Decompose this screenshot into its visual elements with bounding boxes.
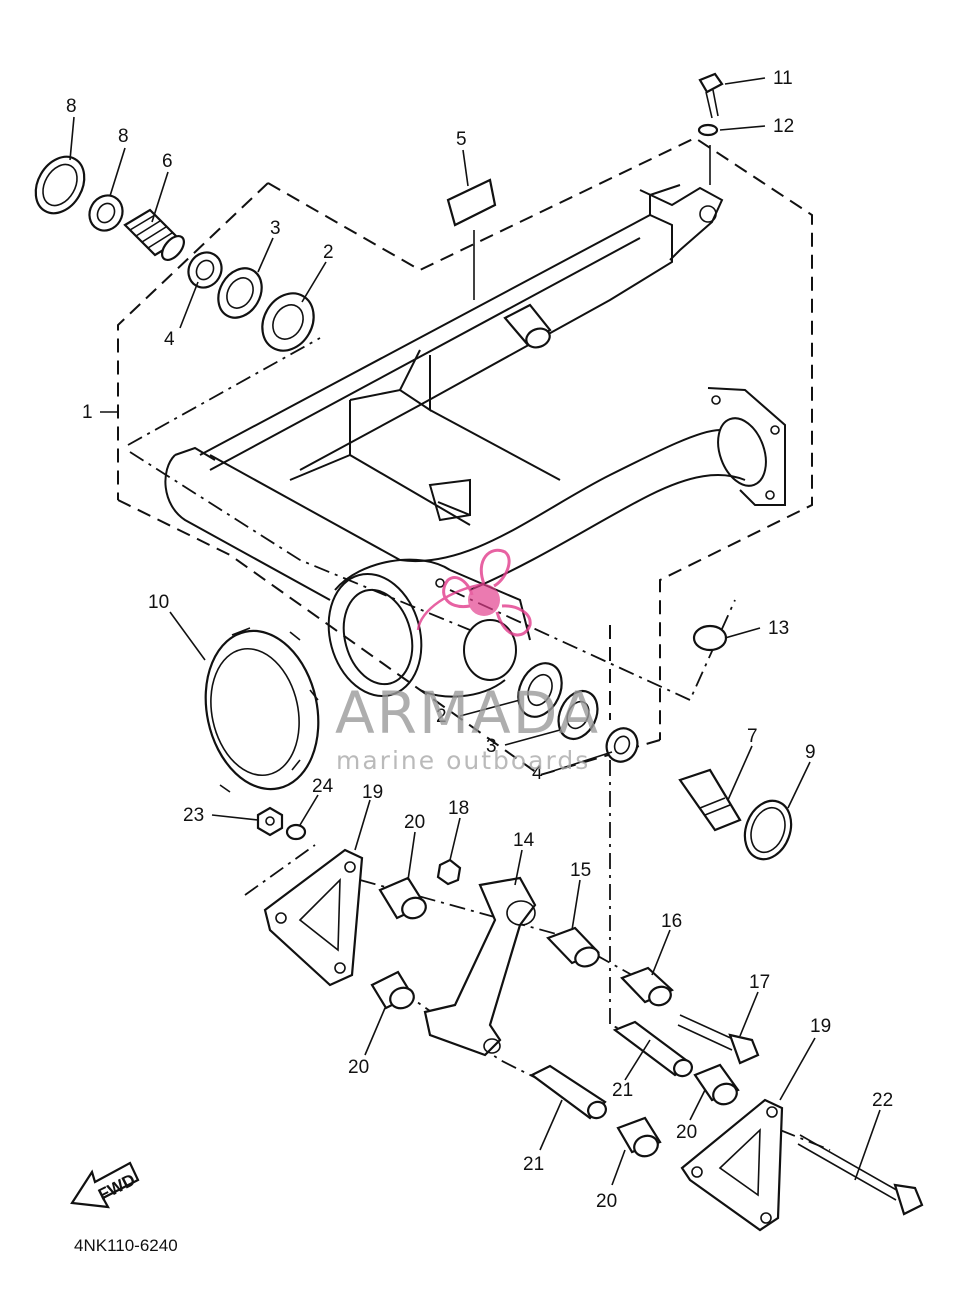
callout-19-right: 19 — [810, 1016, 831, 1037]
watermark-tagline: marine outboards — [336, 746, 590, 775]
part-code: 4NK110-6240 — [74, 1236, 178, 1255]
callout-20-right: 20 — [676, 1122, 697, 1143]
callout-20-top: 20 — [404, 812, 425, 833]
callout-10: 10 — [148, 592, 169, 613]
callout-9-top: 8 — [66, 96, 77, 117]
callout-14: 14 — [513, 830, 535, 851]
callout-2-bottom: 2 — [436, 706, 447, 727]
callout-21-bottom: 21 — [523, 1154, 544, 1175]
pivot-parts — [34, 72, 728, 652]
linkage-parts — [256, 806, 924, 1232]
callout-3-bottom: 3 — [486, 736, 497, 757]
callout-11: 11 — [773, 68, 793, 89]
callout-21-mid: 21 — [612, 1080, 633, 1101]
callout-17: 17 — [749, 972, 770, 993]
callout-16: 16 — [661, 911, 682, 932]
callout-labels: 8 8 6 3 2 4 1 5 11 12 13 10 2 3 4 7 9 23… — [66, 68, 893, 1212]
callout-18: 18 — [448, 798, 469, 819]
callout-9-bottom: 9 — [805, 742, 816, 763]
final-drive-parts — [204, 627, 793, 861]
callout-3-top: 3 — [270, 218, 281, 239]
swingarm-body — [164, 184, 786, 698]
callout-4-top: 4 — [164, 329, 175, 350]
callout-15: 15 — [570, 860, 591, 881]
callout-22: 22 — [872, 1090, 893, 1111]
callout-2-top: 2 — [323, 242, 334, 263]
callout-6: 6 — [162, 151, 173, 172]
callout-12: 12 — [773, 116, 794, 137]
callout-13: 13 — [768, 618, 789, 639]
callout-24: 24 — [312, 776, 334, 797]
callout-7: 7 — [747, 726, 758, 747]
watermark-name: ARMADA — [335, 679, 600, 747]
callout-1: 1 — [82, 402, 93, 423]
armada-watermark: ARMADA marine outboards — [335, 548, 600, 775]
leader-lines — [69, 77, 881, 1186]
callout-20-bottom: 20 — [596, 1191, 617, 1212]
callout-20-left: 20 — [348, 1057, 369, 1078]
callout-23: 23 — [183, 805, 204, 826]
propeller-logo-icon — [416, 548, 532, 637]
fwd-arrow: FWD — [70, 1161, 140, 1209]
callout-4-bottom: 4 — [532, 763, 543, 784]
callout-19-left: 19 — [362, 782, 383, 803]
callout-8: 8 — [118, 126, 129, 147]
assembly-boundary-dashed — [117, 136, 813, 777]
callout-5: 5 — [456, 129, 467, 150]
